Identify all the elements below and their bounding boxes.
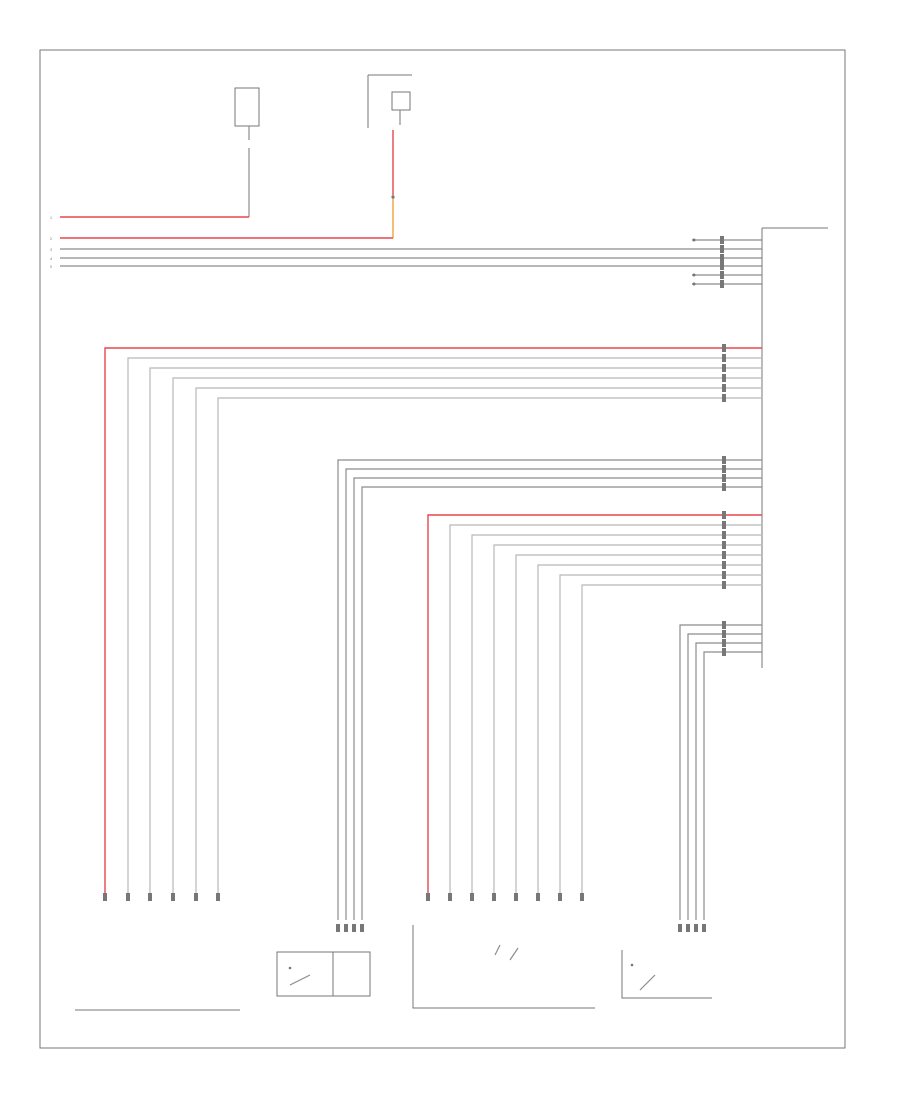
module-pin: [722, 394, 726, 402]
diagram-frame: [39, 49, 846, 1049]
small-switch-terminal: [686, 924, 690, 932]
module-pin: [720, 245, 724, 253]
right-switch-terminal: [558, 893, 562, 901]
top-module: [234, 87, 260, 217]
right-switch-terminal: [536, 893, 540, 901]
module-pin: [720, 280, 724, 288]
power-distribution: [367, 74, 412, 238]
center-switch-terminal: [352, 924, 356, 932]
right-switch-terminal: [470, 893, 474, 901]
module-pin: [722, 581, 726, 589]
module-pin: [722, 465, 726, 473]
module-pin: [722, 474, 726, 482]
module-pin: [720, 262, 724, 270]
small-switch-terminal: [678, 924, 682, 932]
svg-text:4: 4: [50, 257, 52, 261]
module-pin: [722, 541, 726, 549]
module-pin: [722, 374, 726, 382]
center-switch-terminal: [360, 924, 364, 932]
module-pin: [720, 236, 724, 244]
module-pin: [720, 254, 724, 262]
svg-text:3: 3: [50, 248, 52, 252]
small-switch-terminal: [702, 924, 706, 932]
left-switch-terminal: [171, 893, 175, 901]
module-pin: [722, 630, 726, 638]
main-module: [761, 227, 828, 668]
module-pin: [722, 621, 726, 629]
module-pin: [722, 511, 726, 519]
right-switch-terminal: [580, 893, 584, 901]
small-switch-terminal: [694, 924, 698, 932]
svg-text:2: 2: [50, 237, 52, 241]
center-harness: [337, 459, 762, 920]
left-harness: [104, 347, 762, 900]
left-switch-terminal: [148, 893, 152, 901]
module-pin: [722, 639, 726, 647]
module-pin: [722, 354, 726, 362]
module-pin: [722, 384, 726, 392]
module-pin: [722, 561, 726, 569]
left-switch-terminal: [103, 893, 107, 901]
module-pin: [722, 364, 726, 372]
module-pin: [722, 531, 726, 539]
module-pin: [722, 456, 726, 464]
module-pin: [722, 344, 726, 352]
module-pin: [722, 483, 726, 491]
module-pin: [722, 521, 726, 529]
module-pin: [720, 271, 724, 279]
module-pin: [722, 648, 726, 656]
right-switch-terminal: [448, 893, 452, 901]
center-switch-terminal: [344, 924, 348, 932]
input-wires: 1 2 3 4 5: [50, 216, 762, 269]
left-switch-terminal: [216, 893, 220, 901]
right-switch-terminal: [426, 893, 430, 901]
right-switch-terminal: [514, 893, 518, 901]
module-pin: [722, 551, 726, 559]
right-switch-terminal: [492, 893, 496, 901]
can-bus-wires: [692, 238, 762, 286]
module-pin: [722, 571, 726, 579]
svg-text:5: 5: [50, 265, 52, 269]
center-switch: [276, 951, 371, 997]
small-switch: [621, 950, 712, 999]
left-switch-terminal: [194, 893, 198, 901]
right-harness: [427, 514, 762, 900]
center-switch-terminal: [336, 924, 340, 932]
svg-text:1: 1: [50, 216, 52, 220]
terminals: [103, 236, 726, 932]
right-switch: [412, 925, 595, 1009]
small-harness: [679, 624, 762, 920]
left-switch-terminal: [126, 893, 130, 901]
